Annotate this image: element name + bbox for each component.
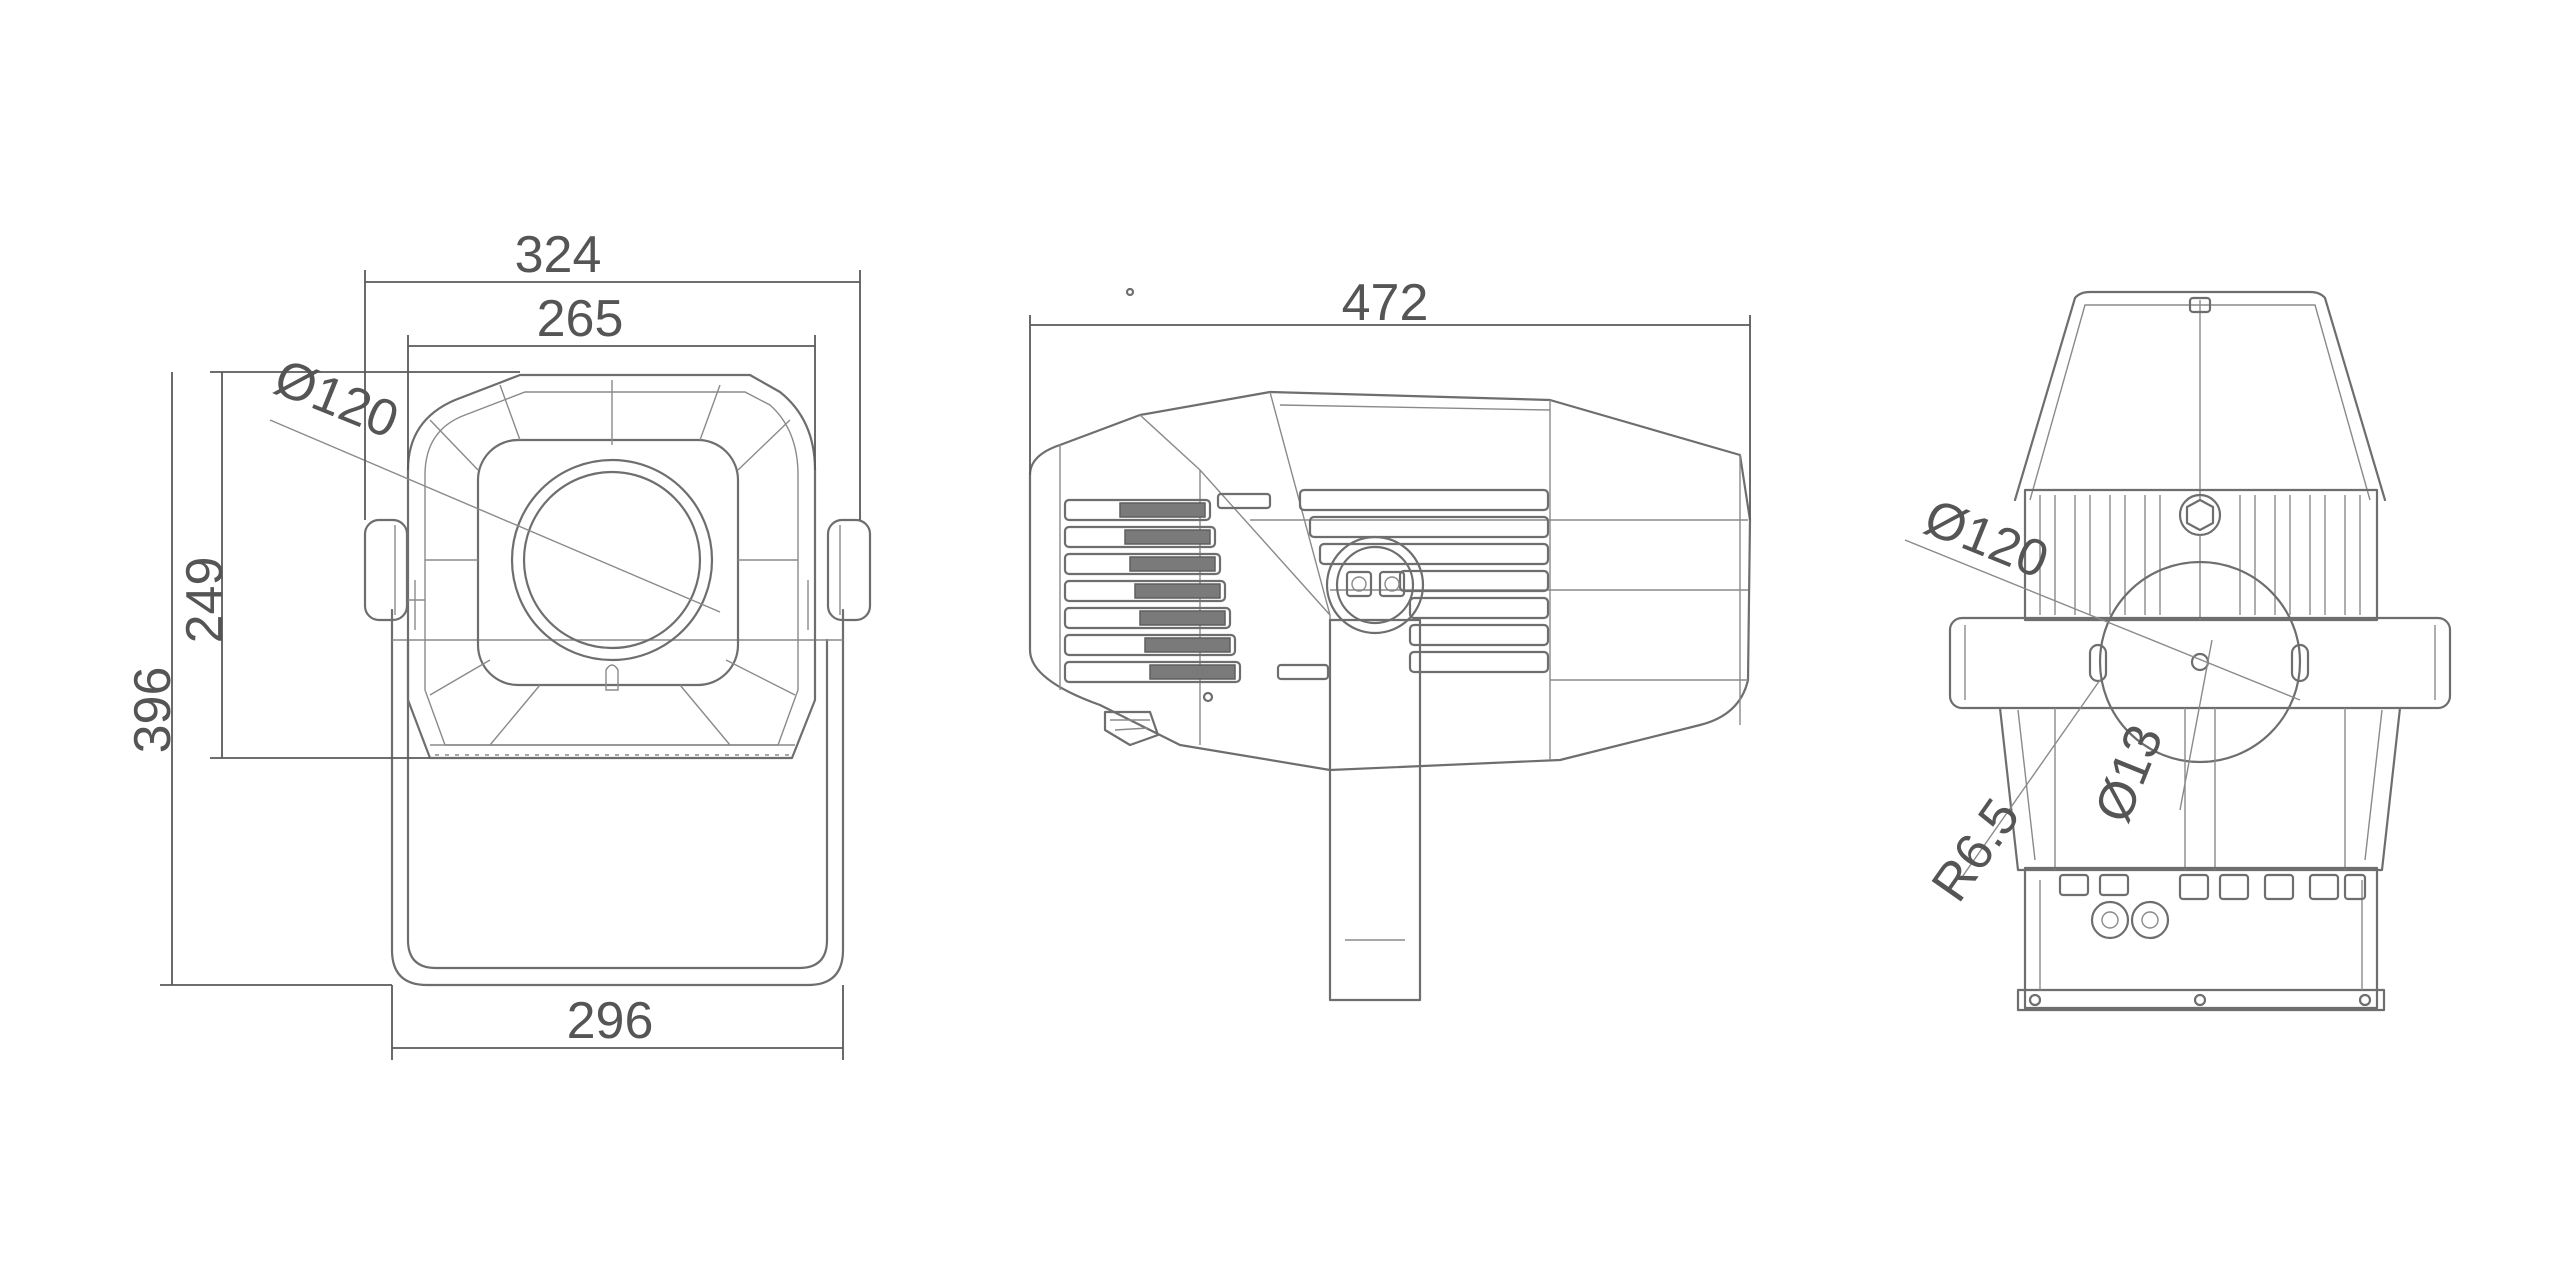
- front-body-height-label: 249: [176, 557, 234, 644]
- side-length-label: 472: [1342, 274, 1429, 332]
- side-dimensions: [1029, 315, 1751, 520]
- side-body-outline: [1028, 390, 1752, 772]
- rear-hole-diameter-label: Ø13: [2084, 717, 2175, 830]
- left-knob: [363, 518, 409, 622]
- front-view: [269, 373, 872, 987]
- front-bracket-width-label: 296: [567, 992, 654, 1050]
- rear-mount-bar: [1948, 616, 2452, 710]
- rear-lower-box: [1998, 706, 2402, 872]
- front-dimensions: [160, 270, 861, 1060]
- front-lens-outer: [510, 458, 714, 662]
- rear-top-housing: [2013, 290, 2387, 502]
- rear-connector-panel: [2023, 866, 2379, 1010]
- rear-lens-circle: [2098, 560, 2302, 764]
- front-bracket: [390, 608, 845, 987]
- rear-view: [1904, 290, 2452, 1012]
- rear-fin-block: [2023, 488, 2379, 622]
- front-inner-frame: [476, 438, 740, 687]
- front-total-height-label: 396: [124, 667, 182, 754]
- front-overall-width-label: 324: [515, 226, 602, 284]
- side-right-vents: [1298, 488, 1550, 674]
- side-left-vents: [1063, 498, 1242, 684]
- front-body-width-label: 265: [537, 290, 624, 348]
- rear-circle-diameter-label: Ø120: [1917, 489, 2057, 590]
- side-stand: [1328, 618, 1422, 1002]
- side-view: [1028, 287, 1752, 1002]
- front-lens-diameter-label: Ø120: [267, 349, 407, 450]
- right-knob: [826, 518, 872, 622]
- rear-connectors: [2058, 873, 2367, 940]
- side-pivot-outer: [1325, 535, 1425, 635]
- front-lens-inner: [522, 470, 702, 650]
